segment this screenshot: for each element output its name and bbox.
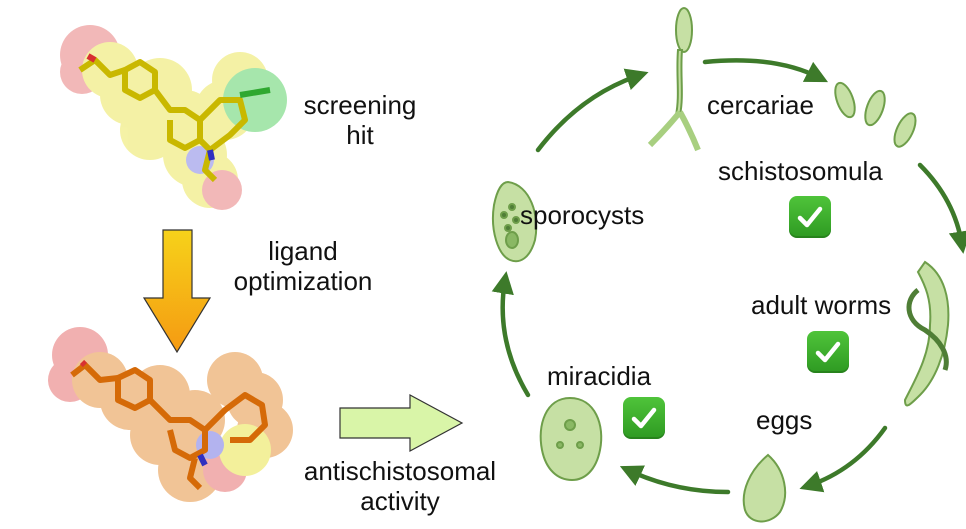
- cercaria-organism: [647, 7, 701, 152]
- schistosomula-check-icon: [789, 196, 831, 238]
- optimized-molecule: [48, 327, 293, 502]
- screening-hit-line2: hit: [346, 120, 374, 150]
- ligand-optimization-line1: ligand: [268, 236, 338, 266]
- screening-hit-molecule: [60, 25, 287, 210]
- antischistosomal-activity-label: antischistosomal activity: [290, 456, 510, 516]
- ligand-optimization-label: ligand optimization: [228, 236, 378, 296]
- stage-label-adult-worms: adult worms: [751, 290, 892, 320]
- antischistosomal-line2: activity: [360, 486, 440, 516]
- lifecycle-arrows: [491, 58, 966, 495]
- activity-right-arrow: [339, 393, 464, 453]
- screening-hit-label: screening hit: [300, 90, 420, 150]
- stage-label-miracidia: miracidia: [547, 361, 652, 391]
- lifecycle-organisms: [492, 7, 950, 523]
- optimization-down-arrow: [142, 229, 212, 354]
- screening-hit-line1: screening: [303, 90, 417, 120]
- schistosomula-organism: [834, 81, 917, 148]
- miracidium-organism: [539, 396, 603, 482]
- stage-label-sporocysts: sporocysts: [520, 200, 645, 230]
- stage-label-schistosomula: schistosomula: [718, 156, 883, 186]
- stage-label-eggs: eggs: [756, 405, 813, 435]
- antischistosomal-line1: antischistosomal: [303, 456, 497, 486]
- stage-label-cercariae: cercariae: [707, 90, 814, 120]
- adult-worm-organism: [903, 260, 950, 407]
- adult-worms-check-icon: [807, 331, 849, 373]
- sporocyst-organism: [492, 180, 538, 263]
- miracidia-check-icon: [623, 397, 665, 439]
- egg-organism: [742, 453, 787, 523]
- ligand-optimization-line2: optimization: [233, 266, 373, 296]
